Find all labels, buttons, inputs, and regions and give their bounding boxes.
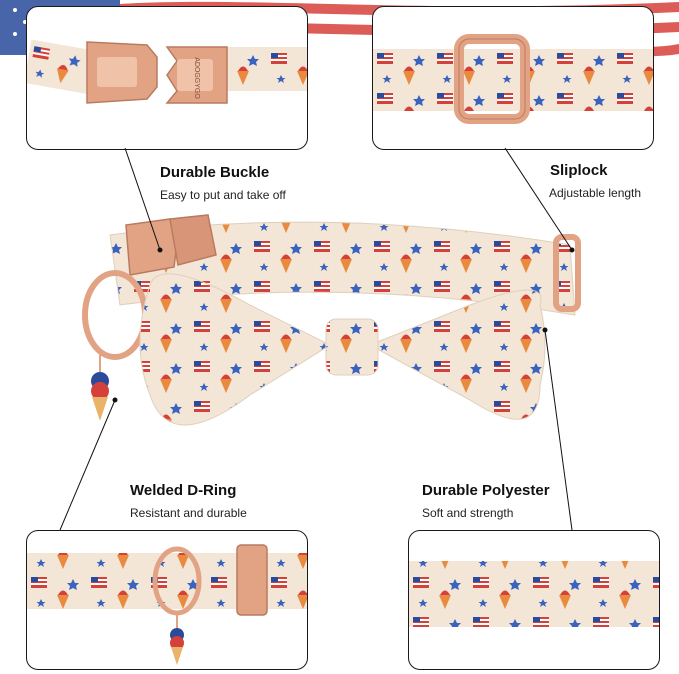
sliplock-title: Sliplock <box>550 162 608 179</box>
flag-pattern-icon <box>409 561 659 627</box>
buckle-engraving: ADOGGYGO <box>193 57 200 99</box>
dring-detail-panel <box>26 530 308 670</box>
ice-cream-charm-icon <box>91 355 109 421</box>
sliplock-detail-panel <box>372 6 654 150</box>
polyester-detail-panel <box>408 530 660 670</box>
dring-title: Welded D-Ring <box>130 482 237 499</box>
main-sliplock-icon <box>553 234 581 312</box>
sliplock-detail-image <box>373 34 653 124</box>
sliplock-subtitle: Adjustable length <box>549 186 642 200</box>
polyester-detail-image <box>409 561 659 627</box>
sliplock-icon <box>454 34 530 124</box>
buckle-detail-panel: ADOGGYGO <box>26 6 308 150</box>
buckle-title: Durable Buckle <box>160 164 270 181</box>
dring-subtitle: Resistant and durable <box>130 506 247 520</box>
buckle-detail-image: ADOGGYGO <box>27 39 307 104</box>
polyester-subtitle: Soft and strength <box>422 506 514 520</box>
dring-panel-charm-icon <box>170 613 184 665</box>
buckle-subtitle: Easy to put and take off <box>160 188 286 202</box>
bow-tie <box>139 273 546 426</box>
buckle-icon <box>86 41 228 104</box>
dring-detail-image <box>27 544 307 665</box>
collar-with-bow-tie-photo <box>82 214 581 426</box>
dring-panel-buckle-icon <box>236 544 268 616</box>
polyester-title: Durable Polyester <box>422 482 550 499</box>
main-buckle-icon <box>125 214 217 276</box>
